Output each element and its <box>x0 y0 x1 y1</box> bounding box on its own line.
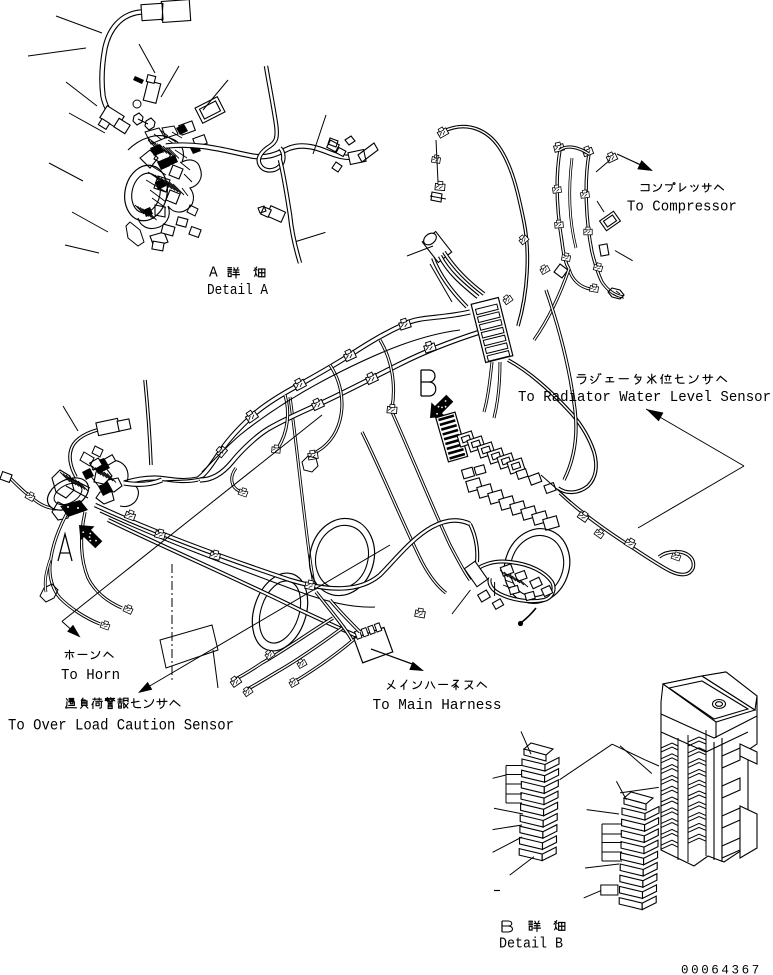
svg-text:To Radiator Water Level Sensor: To Radiator Water Level Sensor <box>518 389 771 406</box>
svg-text:To Compressor: To Compressor <box>627 198 737 215</box>
svg-text:To Over Load Caution Sensor: To Over Load Caution Sensor <box>8 716 234 734</box>
svg-text:6: 6 <box>742 964 750 975</box>
svg-text:A: A <box>209 266 218 282</box>
svg-text:To Horn: To Horn <box>61 667 120 684</box>
svg-text:To Main Harness: To Main Harness <box>373 697 502 714</box>
svg-text:0: 0 <box>691 964 699 975</box>
svg-text:Detail B: Detail B <box>499 936 563 953</box>
svg-text:4: 4 <box>721 964 729 975</box>
svg-text:7: 7 <box>752 964 760 975</box>
svg-text:0: 0 <box>681 964 689 975</box>
svg-text:6: 6 <box>711 964 719 975</box>
svg-text:3: 3 <box>732 964 740 975</box>
svg-text:0: 0 <box>701 964 709 975</box>
svg-text:Detail A: Detail A <box>207 282 268 299</box>
